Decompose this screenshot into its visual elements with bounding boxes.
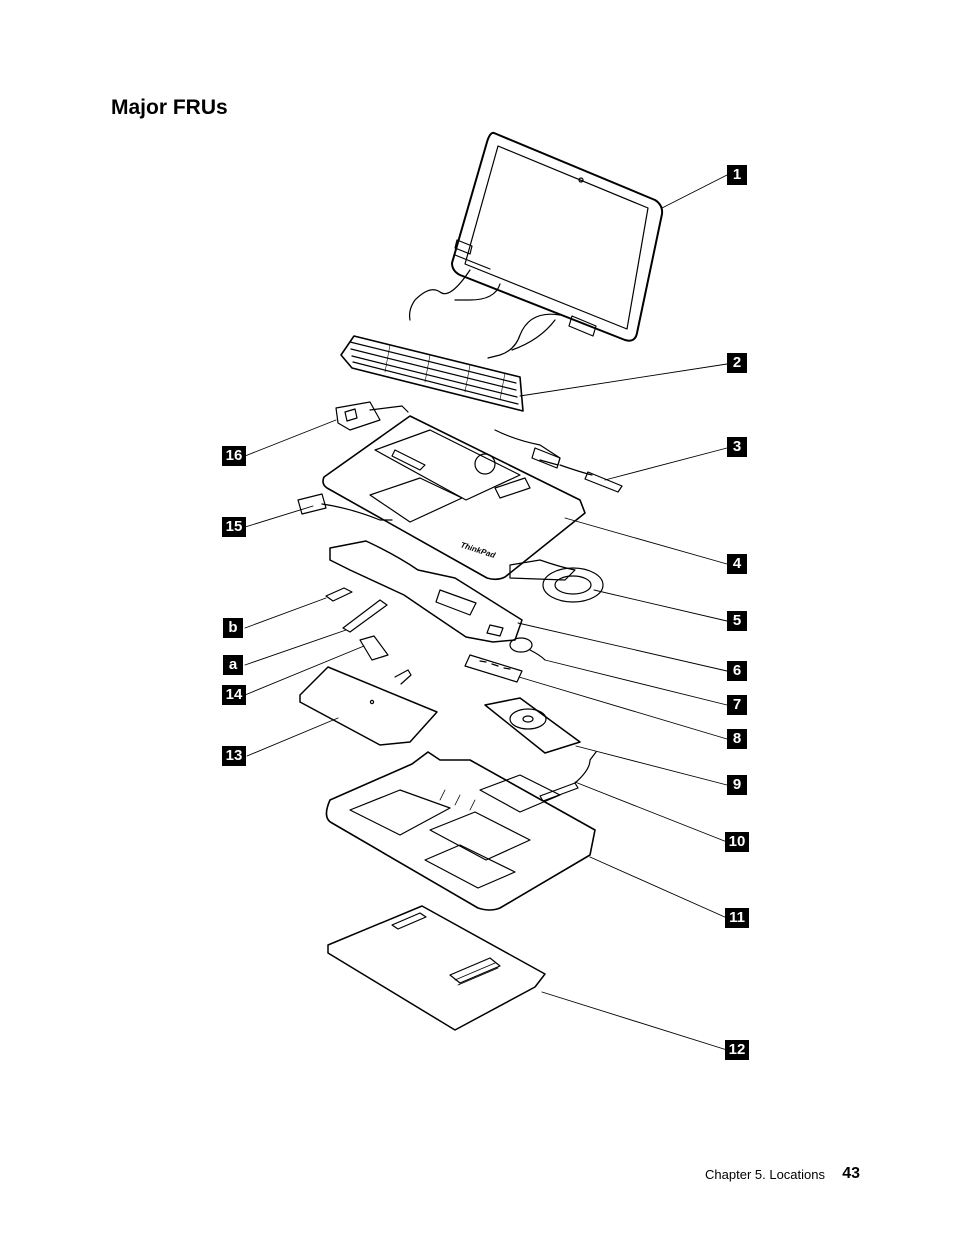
callout-14: 14 — [222, 685, 246, 705]
bracket-b-part — [325, 587, 353, 602]
speakers-part — [494, 429, 623, 493]
page-title: Major FRUs — [111, 96, 228, 119]
leader-lines — [244, 174, 728, 1051]
keyboard-part — [340, 335, 524, 412]
system-board-part — [329, 540, 523, 643]
dc-in-cable-part — [297, 493, 393, 521]
hdd-cable-part — [539, 751, 597, 802]
lcd-assembly-part — [408, 131, 664, 359]
callout-1: 1 — [727, 165, 747, 185]
callout-10: 10 — [725, 832, 749, 852]
base-door-part — [327, 905, 546, 1031]
callout-a: a — [223, 655, 243, 675]
callout-12: 12 — [725, 1040, 749, 1060]
hard-drive-part — [484, 697, 581, 754]
callout-2: 2 — [727, 353, 747, 373]
callout-5: 5 — [727, 611, 747, 631]
callout-8: 8 — [727, 729, 747, 749]
page-footer: Chapter 5. Locations 43 — [0, 1165, 860, 1185]
fan-heatsink-part — [509, 559, 604, 603]
keyboard-bezel-part — [322, 415, 586, 581]
base-cover-part — [325, 751, 596, 911]
thinkpad-logo: ThinkPad — [459, 540, 497, 560]
bracket-a-part — [342, 599, 388, 633]
callout-6: 6 — [727, 661, 747, 681]
callout-b: b — [223, 618, 243, 638]
callout-15: 15 — [222, 517, 246, 537]
callout-4: 4 — [727, 554, 747, 574]
footer-chapter: Chapter 5. Locations — [705, 1167, 825, 1182]
card-reader-part — [335, 401, 409, 431]
callout-9: 9 — [727, 775, 747, 795]
wireless-card-part — [359, 635, 389, 661]
callout-16: 16 — [222, 446, 246, 466]
coin-battery-part — [509, 637, 546, 661]
callout-13: 13 — [222, 746, 246, 766]
page-number: 43 — [842, 1165, 860, 1182]
callout-11: 11 — [725, 908, 749, 928]
battery-part — [299, 666, 438, 746]
memory-module-part — [464, 654, 523, 683]
callout-3: 3 — [727, 437, 747, 457]
callout-7: 7 — [727, 695, 747, 715]
